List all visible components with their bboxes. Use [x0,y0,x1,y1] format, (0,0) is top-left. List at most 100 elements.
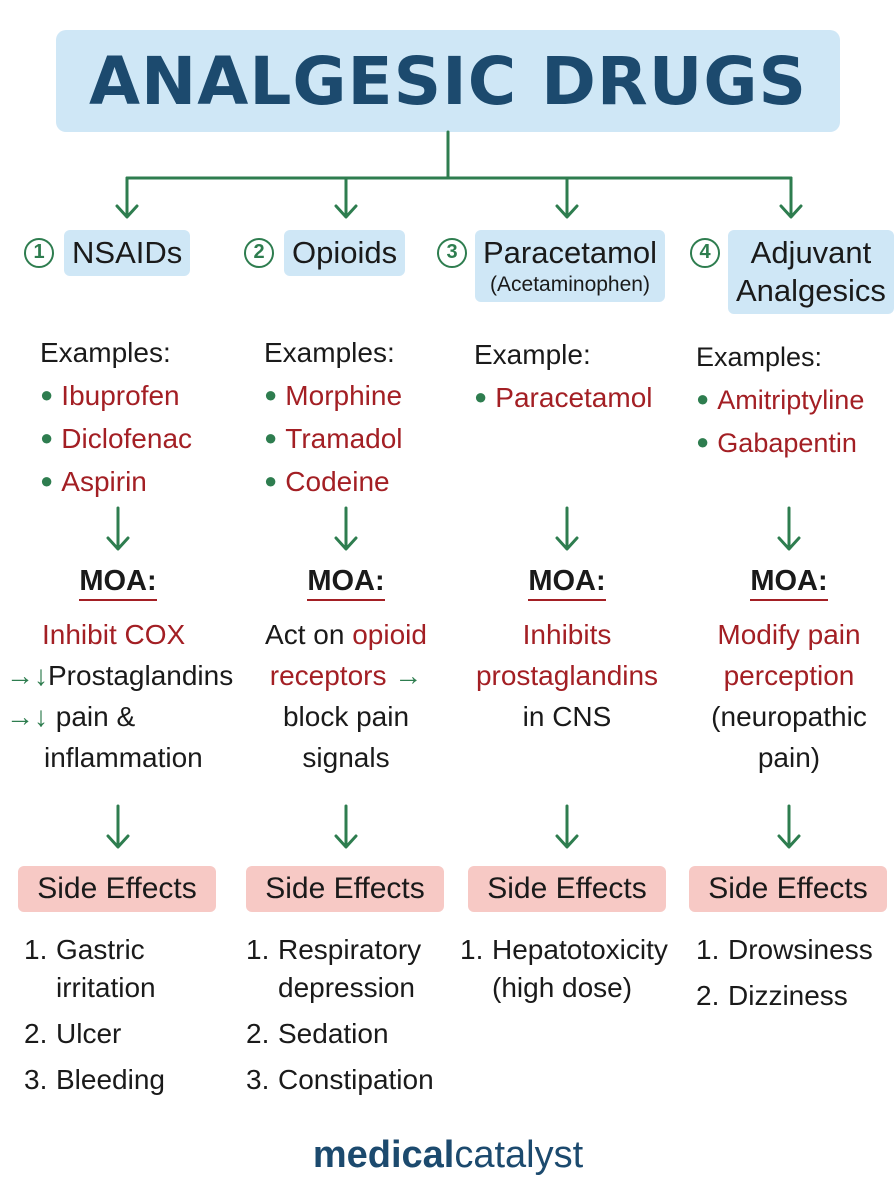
moa-line: →↓Prostaglandins [6,660,234,691]
moa-line: in CNS [522,701,612,732]
moa-label: MOA: [246,565,446,601]
examples-nsaids: Examples: ●Ibuprofen ●Diclofenac ●Aspiri… [40,332,192,503]
example-item: ●Ibuprofen [40,380,180,411]
side-effects-header: Side Effects [18,866,216,912]
heading-label: NSAIDs [64,230,191,276]
branch-arrow-1 [115,176,139,219]
brand-part2: catalyst [454,1134,584,1176]
heading-label: Paracetamol [483,235,658,270]
moa-label: MOA: [689,565,889,601]
example-item: ●Morphine [264,380,403,411]
examples-label: Examples: [696,342,823,372]
side-effect-item: 2.Ulcer [24,1018,122,1049]
down-arrow-moa-2 [334,804,358,849]
side-effects-header: Side Effects [689,866,887,912]
bullet-icon: ● [264,425,278,450]
arrow-right-icon: → [386,660,423,691]
title-banner: ANALGESIC DRUGS [56,30,840,132]
example-item: ●Codeine [264,466,390,497]
moa-label: MOA: [467,565,667,601]
moa-line: Inhibit COX [42,619,186,650]
heading-nsaids: 1 NSAIDs [24,230,191,276]
down-arrow-moa-4 [777,804,801,849]
heading-label-line2: Analgesics [736,273,886,308]
side-effect-item: 2.Sedation [246,1018,389,1049]
example-item: ●Aspirin [40,466,147,497]
moa-line: →↓ pain & [6,701,136,732]
arrow-down-icon: →↓ [6,660,48,691]
number-3-icon: 3 [437,238,467,268]
bullet-icon: ● [40,425,54,450]
down-arrow-examples-1 [106,506,130,551]
down-arrow-moa-1 [106,804,130,849]
moa-text-paracetamol: Inhibits prostaglandins in CNS [452,614,682,737]
branch-arrow-2 [334,176,358,219]
heading-label: Adjuvant [750,235,872,270]
example-item: ●Tramadol [264,423,403,454]
branch-arrow-3 [555,176,579,219]
side-effect-item: 3.Constipation [246,1064,434,1095]
heading-box: Adjuvant Analgesics [728,230,894,314]
down-arrow-moa-3 [555,804,579,849]
moa-line: block pain [282,701,410,732]
heading-box: Paracetamol (Acetaminophen) [475,230,666,302]
bullet-icon: ● [474,384,488,409]
bullet-icon: ● [696,386,710,411]
heading-label: Opioids [284,230,406,276]
down-arrow-examples-3 [555,506,579,551]
moa-text-opioids: Act on opioid receptors → block pain sig… [246,614,446,778]
bullet-icon: ● [264,382,278,407]
brand-logo: medicalcatalyst [0,1134,896,1177]
example-item: ●Diclofenac [40,423,193,454]
examples-paracetamol: Example: ●Paracetamol [474,334,652,419]
moa-line: pain) [757,742,821,773]
heading-opioids: 2 Opioids [244,230,406,276]
side-effects-list-paracetamol: 1.Hepatotoxicity(high dose) [460,931,668,1015]
side-effect-item: 1.Drowsiness [696,934,873,965]
moa-text-adjuvant: Modify pain perception (neuropathic pain… [684,614,894,778]
moa-line: Modify pain [717,619,861,650]
side-effects-header: Side Effects [468,866,666,912]
side-effect-item: 2.Dizziness [696,980,848,1011]
bullet-icon: ● [40,468,54,493]
side-effect-item: 3.Bleeding [24,1064,165,1095]
moa-label: MOA: [18,565,218,601]
examples-opioids: Examples: ●Morphine ●Tramadol ●Codeine [264,332,403,503]
moa-line: perception [723,660,855,691]
moa-line: Inhibits [522,619,612,650]
down-arrow-examples-2 [334,506,358,551]
number-2-icon: 2 [244,238,274,268]
branch-arrow-4 [779,176,803,219]
heading-sublabel: (Acetaminophen) [490,273,650,296]
example-item: ●Gabapentin [696,428,857,458]
moa-line: receptors → [269,660,423,691]
examples-label: Examples: [264,337,395,368]
bullet-icon: ● [40,382,54,407]
side-effect-item: 1.Hepatotoxicity(high dose) [460,934,668,1003]
page-title: ANALGESIC DRUGS [88,42,808,120]
examples-label: Examples: [40,337,171,368]
heading-paracetamol: 3 Paracetamol (Acetaminophen) [437,230,666,302]
number-1-icon: 1 [24,238,54,268]
brand-part1: medical [312,1134,455,1176]
example-item: ●Paracetamol [474,382,653,413]
arrow-down-icon: →↓ [6,701,48,732]
moa-line: signals [302,742,390,773]
bullet-icon: ● [264,468,278,493]
side-effects-list-adjuvant: 1.Drowsiness 2.Dizziness [696,931,873,1023]
example-item: ●Amitriptyline [696,385,865,415]
bullet-icon: ● [696,429,710,454]
examples-label: Example: [474,339,591,370]
moa-line: inflammation [44,742,203,773]
side-effects-header: Side Effects [246,866,444,912]
moa-text-nsaids: Inhibit COX →↓Prostaglandins →↓ pain & i… [6,614,233,778]
heading-adjuvant: 4 Adjuvant Analgesics [690,230,894,314]
moa-line: Act on opioid [265,619,427,650]
number-4-icon: 4 [690,238,720,268]
down-arrow-examples-4 [777,506,801,551]
examples-adjuvant: Examples: ●Amitriptyline ●Gabapentin [696,336,864,464]
